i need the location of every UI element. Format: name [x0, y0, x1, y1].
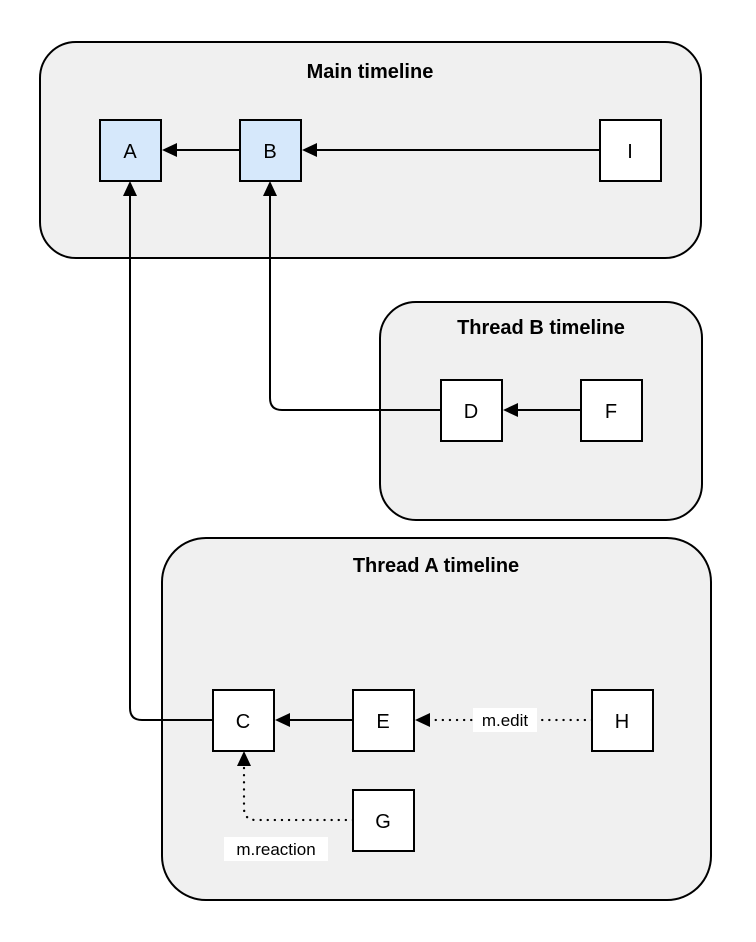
- node-a: A: [99, 119, 162, 182]
- node-g-box: [352, 789, 415, 852]
- node-b-box: [239, 119, 302, 182]
- node-b: B: [239, 119, 302, 182]
- node-f-box: [580, 379, 643, 442]
- node-d-label: D: [464, 401, 478, 423]
- node-g-label: G: [375, 811, 391, 833]
- node-i-label: I: [627, 141, 633, 163]
- m-edit-label-background: [473, 708, 537, 732]
- edge-g-to-c: m.reaction: [224, 751, 355, 861]
- edge-f-to-d: [503, 403, 581, 417]
- node-i-box: [599, 119, 662, 182]
- node-f: F: [580, 379, 643, 442]
- node-f-label: F: [605, 401, 617, 423]
- edge-i-to-b: [302, 143, 600, 157]
- node-h: H: [591, 689, 654, 752]
- arrowhead-into-a-right: [162, 143, 177, 157]
- node-c-box: [212, 689, 275, 752]
- arrowhead-into-c-bottom: [237, 751, 251, 766]
- m-edit-label: m.edit: [482, 711, 529, 730]
- arrowhead-into-b-right: [302, 143, 317, 157]
- node-h-label: H: [615, 711, 629, 733]
- node-d-box: [440, 379, 503, 442]
- node-c-label: C: [236, 711, 250, 733]
- arrowhead-into-b-bottom: [263, 181, 277, 196]
- node-a-box: [99, 119, 162, 182]
- node-e-box: [352, 689, 415, 752]
- thread-a-timeline-title: Thread A timeline: [353, 555, 519, 577]
- thread-b-timeline-title: Thread B timeline: [457, 317, 625, 339]
- node-e: E: [352, 689, 415, 752]
- node-d: D: [440, 379, 503, 442]
- m-reaction-label: m.reaction: [236, 840, 315, 859]
- edge-c-to-a: [123, 181, 213, 721]
- arrowhead-into-a-bottom: [123, 181, 137, 196]
- edge-h-to-e: m.edit: [415, 708, 594, 732]
- node-i: I: [599, 119, 662, 182]
- edge-e-to-c: [275, 713, 353, 727]
- main-timeline-title: Main timeline: [307, 61, 434, 83]
- node-g: G: [352, 789, 415, 852]
- edge-d-to-b: [263, 181, 441, 411]
- arrowhead-into-c-right: [275, 713, 290, 727]
- m-reaction-label-background: [224, 837, 328, 861]
- node-h-box: [591, 689, 654, 752]
- node-a-label: A: [123, 141, 137, 163]
- arrowhead-into-e-right: [415, 713, 430, 727]
- arrowhead-into-d-right: [503, 403, 518, 417]
- node-b-label: B: [263, 141, 276, 163]
- edge-b-to-a: [162, 143, 240, 157]
- node-e-label: E: [376, 711, 389, 733]
- node-c: C: [212, 689, 275, 752]
